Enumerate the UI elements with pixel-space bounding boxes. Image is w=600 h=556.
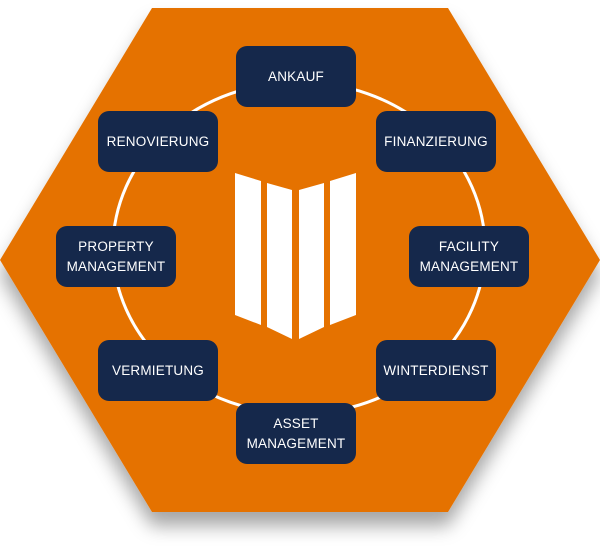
- service-winterdienst: WINTERDIENST: [376, 340, 496, 401]
- service-ankauf: ANKAUF: [236, 46, 356, 107]
- service-vermietung: VERMIETUNG: [98, 340, 218, 401]
- service-facility-management: FACILITY MANAGEMENT: [409, 226, 529, 287]
- building-bars-logo: [235, 173, 356, 339]
- service-asset-management: ASSET MANAGEMENT: [236, 403, 356, 464]
- service-renovierung: RENOVIERUNG: [98, 111, 218, 172]
- service-property-management: PROPERTY MANAGEMENT: [56, 226, 176, 287]
- service-finanzierung: FINANZIERUNG: [376, 111, 496, 172]
